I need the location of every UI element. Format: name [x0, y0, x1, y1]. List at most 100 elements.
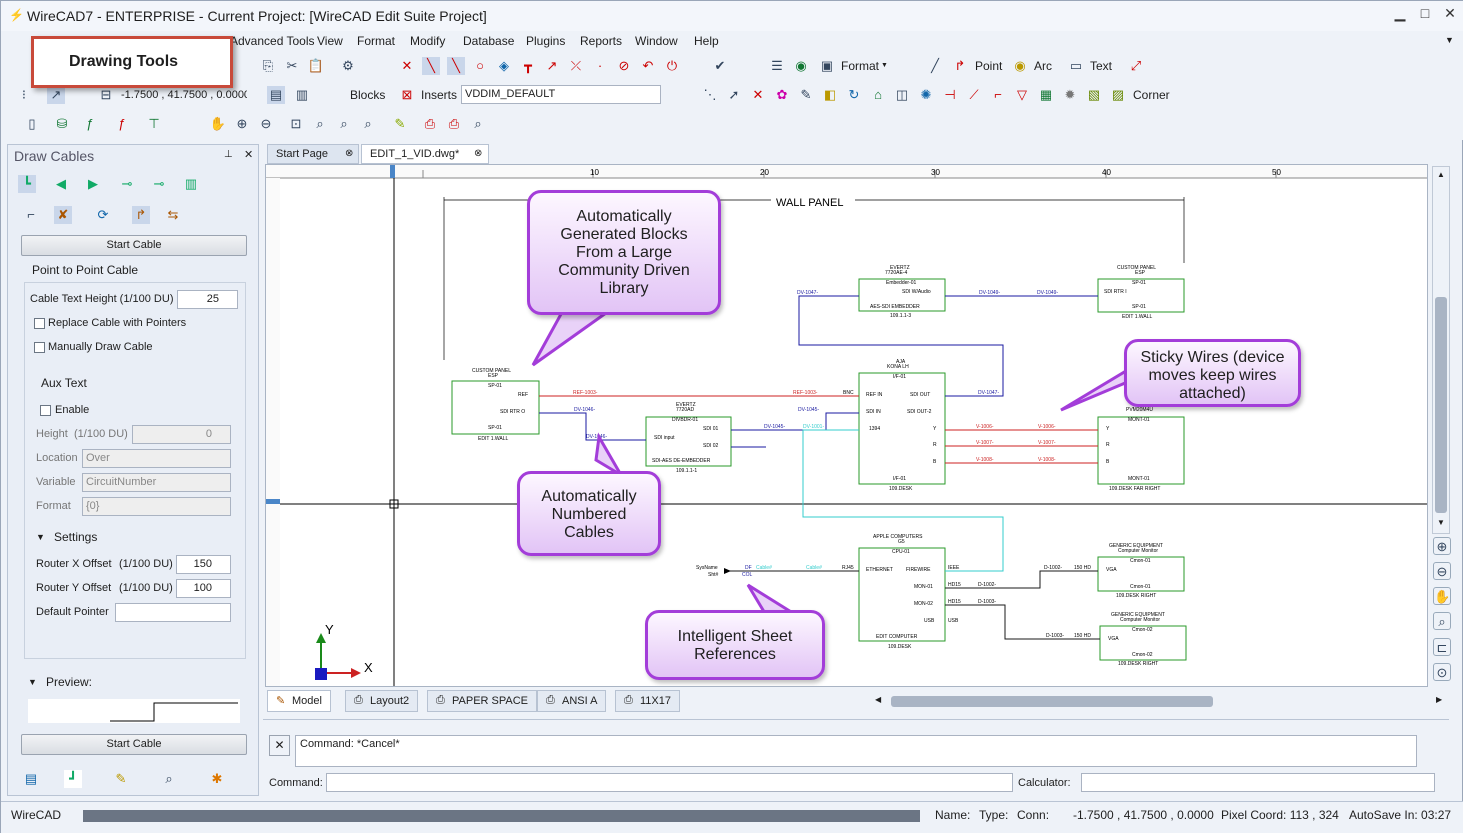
draw-cables-tab-icon[interactable]: ┛: [64, 770, 82, 788]
page-icon[interactable]: ▯: [28, 116, 36, 131]
mode-d-icon[interactable]: ↱: [132, 206, 150, 224]
tab-layout2[interactable]: ⎙Layout2: [345, 690, 419, 712]
pan-zoom-icon[interactable]: ✋: [209, 116, 227, 131]
filter-icon[interactable]: ⊤: [148, 116, 160, 131]
connector-left-icon[interactable]: ◀: [56, 176, 66, 191]
format-input[interactable]: {0}: [82, 497, 231, 516]
calculator-input[interactable]: [1081, 773, 1435, 792]
select-arrow-icon[interactable]: ➚: [728, 87, 740, 102]
fillet-icon[interactable]: ⌐: [994, 87, 1002, 102]
mode-c-icon[interactable]: ⟳: [97, 207, 109, 222]
grid-snap-icon[interactable]: ↗: [47, 86, 65, 104]
preview-collapse-icon[interactable]: ▼: [28, 677, 37, 687]
draw-cable-icon[interactable]: ╲: [447, 57, 465, 75]
paste-icon[interactable]: 📋: [307, 58, 325, 73]
pan-hand-icon[interactable]: ✋: [1433, 587, 1451, 605]
default-pointer-select[interactable]: [115, 603, 231, 622]
start-cable-button[interactable]: Start Cable: [21, 235, 247, 256]
mode-a-icon[interactable]: ⌐: [27, 207, 35, 222]
settings-collapse-icon[interactable]: ▼: [36, 532, 45, 542]
note-icon[interactable]: ◧: [823, 87, 837, 102]
function-red-icon[interactable]: ƒ: [118, 116, 126, 131]
command-input[interactable]: [326, 773, 1013, 792]
zoom-window-icon[interactable]: ⊡: [290, 116, 302, 131]
variable-select[interactable]: CircuitNumber: [82, 473, 231, 492]
extend-icon[interactable]: ⟋: [969, 87, 979, 102]
minimize-button[interactable]: ▁: [1394, 5, 1406, 21]
power-icon[interactable]: ⏻: [666, 58, 678, 73]
tab-model[interactable]: ✎Model: [267, 690, 331, 712]
dot-icon[interactable]: ·: [597, 58, 603, 73]
pointer-wire-icon[interactable]: ↗: [546, 58, 558, 73]
pin-icon[interactable]: ⊥: [224, 149, 233, 160]
menu-reports[interactable]: Reports: [580, 34, 623, 48]
array-icon[interactable]: ▦: [1039, 87, 1053, 102]
check-icon[interactable]: ✔: [714, 58, 726, 73]
print-icon[interactable]: ⎙: [424, 116, 436, 131]
menu-plugins[interactable]: Plugins: [526, 34, 566, 48]
snap-icon[interactable]: ⁝: [21, 87, 27, 102]
cut-icon[interactable]: ✂: [286, 58, 298, 73]
arc-icon[interactable]: ◉: [1014, 58, 1026, 73]
connector-right-icon[interactable]: ▶: [88, 176, 98, 191]
arc-dropdown[interactable]: Arc: [1034, 59, 1052, 73]
ortho-icon[interactable]: ⊟: [100, 87, 112, 102]
format-icon[interactable]: ▣: [820, 58, 834, 73]
circle-icon[interactable]: ○: [476, 58, 484, 73]
cable-text-height-input[interactable]: 25: [177, 290, 238, 309]
explode-icon[interactable]: ✺: [920, 87, 932, 102]
close-button[interactable]: ✕: [1444, 5, 1456, 21]
database-icon[interactable]: ⛁: [56, 116, 68, 131]
search-tab-icon[interactable]: ⌕: [165, 771, 173, 786]
notes-tab-icon[interactable]: ✎: [115, 771, 127, 786]
scroll-thumb[interactable]: [1435, 297, 1447, 513]
zoom-previous-icon[interactable]: ⌕: [340, 116, 348, 131]
inserts-select[interactable]: VDDIM_DEFAULT: [461, 85, 661, 104]
properties-tab-icon[interactable]: ▤: [24, 771, 38, 786]
block-icon[interactable]: ◈: [499, 58, 509, 73]
tab-close-icon[interactable]: ⊗: [345, 148, 354, 159]
zoom-out-nav-icon[interactable]: ⊖: [1433, 562, 1451, 580]
router-x-input[interactable]: 150: [176, 555, 231, 574]
link-icon[interactable]: ⊸: [153, 176, 165, 191]
cross-wire-icon[interactable]: ⤫: [570, 58, 582, 73]
format-dropdown[interactable]: Format: [841, 59, 880, 73]
curve-icon[interactable]: ↶: [642, 58, 654, 73]
corner-dropdown[interactable]: Corner: [1133, 88, 1170, 102]
search-icon[interactable]: ⌕: [474, 116, 482, 131]
tree-icon[interactable]: ⌂: [874, 87, 882, 102]
trim-icon[interactable]: ⊣: [944, 87, 956, 102]
zoom-extents-icon[interactable]: ⌕: [316, 116, 324, 131]
point-button[interactable]: Point: [975, 59, 1003, 73]
panel-close-icon[interactable]: ✕: [244, 149, 254, 161]
tab-start-page[interactable]: Start Page ⊗: [267, 144, 359, 164]
tab-close-icon[interactable]: ⊗: [474, 148, 483, 159]
erase-icon[interactable]: ✕: [752, 87, 764, 102]
inserts-icon[interactable]: ⊠: [401, 87, 413, 102]
tab-edit-drawing[interactable]: EDIT_1_VID.dwg* ⊗: [361, 144, 489, 164]
zoom-in-nav-icon[interactable]: ⊕: [1433, 537, 1451, 555]
menu-overflow-icon[interactable]: ▼: [1445, 35, 1454, 45]
command-close-icon[interactable]: ✕: [269, 735, 290, 756]
height-input[interactable]: 0: [132, 425, 231, 444]
brush-icon[interactable]: ✎: [394, 116, 406, 131]
start-cable-button-bottom[interactable]: Start Cable: [21, 734, 247, 755]
manual-draw-checkbox[interactable]: [34, 342, 45, 353]
measure-nav-icon[interactable]: ⊏: [1433, 638, 1451, 656]
scale-icon[interactable]: ◫: [895, 87, 909, 102]
stop-icon[interactable]: ⊘: [618, 58, 630, 73]
replace-cable-checkbox[interactable]: [34, 318, 45, 329]
refresh-icon[interactable]: ↻: [848, 87, 860, 102]
menu-modify[interactable]: Modify: [410, 34, 446, 48]
text-dropdown[interactable]: Text: [1090, 59, 1113, 73]
format-chevron-down-icon[interactable]: ▼: [881, 62, 888, 69]
corner-icon[interactable]: ▨: [1111, 87, 1125, 102]
scroll-right-icon[interactable]: ▶: [1436, 695, 1443, 704]
vertical-scrollbar[interactable]: ▲ ▼: [1432, 166, 1450, 534]
tab-ansi-a[interactable]: ⎙ANSI A: [537, 690, 607, 712]
attach-icon[interactable]: ✎: [800, 87, 812, 102]
layers-icon[interactable]: ☰: [771, 58, 783, 73]
menu-view[interactable]: View: [317, 34, 343, 48]
delete-icon[interactable]: ✕: [401, 58, 413, 73]
zoom-realtime-icon[interactable]: ⌕: [364, 116, 372, 131]
